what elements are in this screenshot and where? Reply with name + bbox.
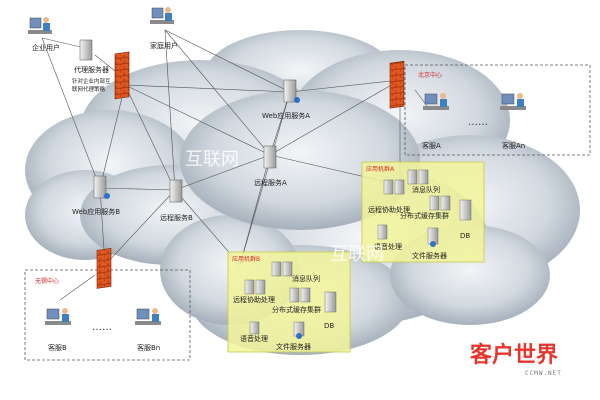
firewall-icon: [114, 51, 130, 100]
web-server-b-label: Web应用服务B: [72, 207, 120, 216]
enterprise-user-label: 企业用户: [32, 43, 60, 52]
db-a-server: [459, 199, 472, 221]
remote-assist-a-server: [383, 179, 394, 195]
cluster-b-dist-cache: 分布式缓存集群: [272, 305, 321, 314]
cluster-b-remote-assist: 远程协助处理: [233, 295, 275, 304]
wuxi-title: 无锡中心: [35, 277, 59, 285]
agent-an-workstation: [500, 93, 526, 110]
remote-server-a-label: 远程服务A: [254, 178, 287, 187]
cluster-b-file-server: 文件服务器: [276, 342, 311, 351]
internet-label-left: 互联网: [185, 149, 239, 170]
dist-cache-a-server: [429, 195, 440, 211]
proxy-note-line1: 针对企业内部互: [72, 77, 111, 85]
wuxi-dots: ……: [92, 322, 112, 333]
beijing-dots: ……: [468, 117, 488, 128]
web-server-a-icon: [283, 79, 300, 103]
dist-cache-b-server: [289, 287, 300, 303]
beijing-title: 北京中心: [418, 71, 442, 79]
remote-assist-b-server-2: [255, 279, 266, 295]
wuxi-center: 无锡中心 客服B …… 客服Bn: [24, 269, 191, 361]
remote-server-a-icon: [263, 145, 277, 169]
enterprise-user-workstation: [28, 17, 52, 34]
db-b-server: [324, 291, 337, 313]
cluster-b-voice: 语音处理: [240, 334, 268, 343]
firewall-icon: [389, 60, 405, 109]
cluster-b-title: 应用机群B: [232, 255, 260, 263]
remote-server-b-label: 远程服务B: [160, 213, 193, 222]
firewall-icon: [96, 248, 112, 289]
agent-an-label: 客服An: [502, 141, 525, 150]
remote-assist-b-server: [244, 279, 255, 295]
msg-queue-b-server: [271, 261, 282, 277]
cluster-a: 应用机群A 消息队列 远程协助处理 分布式缓存集群 DB 语音处理 文件服务器: [361, 161, 485, 263]
dist-cache-a-server-2: [440, 195, 451, 211]
voice-a-server: [377, 224, 388, 240]
agent-b-label: 客服B: [48, 343, 67, 352]
dist-cache-b-server-2: [300, 287, 311, 303]
cluster-a-db: DB: [460, 232, 470, 240]
msg-queue-a-server-2: [418, 169, 429, 185]
cluster-a-title: 应用机群A: [366, 165, 395, 173]
cluster-b-msg-queue: 消息队列: [292, 274, 320, 283]
file-server-a-globe-icon: [430, 241, 436, 247]
cluster-a-file-server: 文件服务器: [412, 251, 447, 260]
cluster-b-db: DB: [324, 322, 334, 330]
msg-queue-b-server-2: [282, 261, 293, 277]
file-server-b-globe-icon: [296, 333, 302, 339]
agent-b-workstation: [45, 308, 71, 325]
brand-url: CCMW.NET: [525, 370, 562, 377]
proxy-note-line2: 联网代理策略: [72, 85, 106, 93]
agent-a-workstation: [423, 93, 449, 110]
cluster-b: 应用机群B 消息队列 远程协助处理 分布式缓存集群 DB 语音处理 文件服务器: [227, 251, 351, 353]
beijing-center: 北京中心 客服A …… 客服An: [404, 64, 591, 156]
brand-logo: 客户世界: [470, 342, 558, 368]
remote-assist-a-server-2: [394, 179, 405, 195]
cluster-a-remote-assist: 远程协助处理: [368, 205, 410, 214]
web-server-a-label: Web应用服务A: [262, 111, 310, 120]
msg-queue-a-server: [407, 169, 418, 185]
proxy-server-icon: [79, 39, 93, 61]
cluster-a-msg-queue: 消息队列: [412, 185, 440, 194]
remote-server-b-icon: [169, 179, 183, 203]
agent-a-label: 客服A: [422, 141, 441, 150]
agent-bn-label: 客服Bn: [137, 343, 160, 352]
home-user-workstation: [150, 7, 174, 24]
web-server-b-icon: [93, 175, 110, 199]
home-user-label: 家庭用户: [150, 41, 178, 50]
cluster-a-dist-cache: 分布式缓存集群: [400, 211, 449, 220]
cluster-a-voice: 语音处理: [374, 242, 402, 251]
internet-label-right: 互联网: [330, 244, 384, 265]
agent-bn-workstation: [135, 308, 161, 325]
voice-b-server: [249, 321, 260, 335]
proxy-server-label: 代理服务器: [74, 65, 109, 74]
